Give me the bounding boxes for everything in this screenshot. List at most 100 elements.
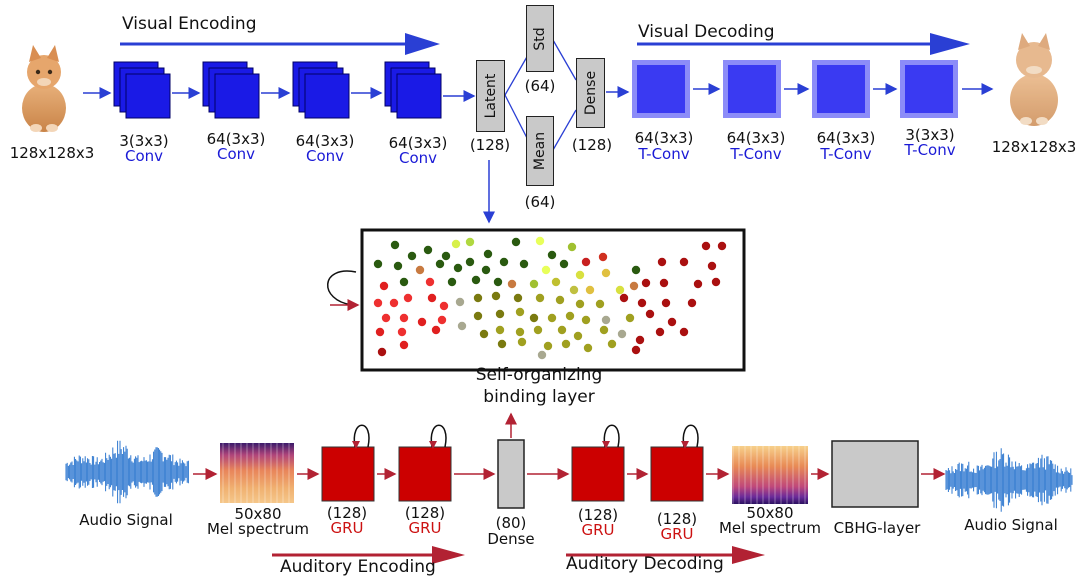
enc2-filters: 64(3x3) <box>206 130 266 148</box>
som-neuron <box>427 293 437 303</box>
som-neuron <box>447 277 457 287</box>
som-neuron <box>390 240 400 250</box>
gru-decoder-2 <box>650 446 704 502</box>
som-neuron <box>511 237 521 247</box>
dense-label: Dense <box>582 70 599 116</box>
waveform-trace <box>65 440 189 504</box>
som-neuron <box>397 327 407 337</box>
som-neuron <box>515 327 525 337</box>
som-neuron <box>381 313 391 323</box>
std-label: Std <box>532 26 548 51</box>
som-neuron <box>507 279 517 289</box>
som-neuron <box>375 327 385 337</box>
som-neuron <box>707 261 717 271</box>
latent-size: (128) <box>469 136 511 154</box>
som-neuron <box>493 277 503 287</box>
som-neuron <box>555 295 565 305</box>
mean-label: Mean <box>532 131 548 171</box>
som-neuron <box>687 298 697 308</box>
som-neuron <box>575 270 585 280</box>
som-neuron <box>435 259 445 269</box>
som-neuron <box>679 327 689 337</box>
som-neuron <box>541 265 551 275</box>
dec1-type: T-Conv <box>638 145 690 163</box>
som-title-line2: binding layer <box>483 387 595 407</box>
som-neuron <box>399 277 409 287</box>
audio-waveform-output <box>945 448 1073 512</box>
som-neuron <box>431 325 441 335</box>
gru-recurrence-loops <box>353 424 699 448</box>
mean-block: Mean <box>526 116 554 186</box>
som-neuron <box>417 317 427 327</box>
enc1-type: Conv <box>124 147 164 165</box>
dec3-filters: 64(3x3) <box>816 129 876 147</box>
gru-dec1-size: (128) <box>577 506 619 524</box>
enc4-type: Conv <box>398 149 438 167</box>
som-neuron <box>607 339 617 349</box>
dec2-filters: 64(3x3) <box>726 129 786 147</box>
tconv-block-1 <box>632 60 690 118</box>
gru-enc1-type: GRU <box>330 519 364 537</box>
som-neuron <box>479 329 489 339</box>
som-neuron <box>601 268 611 278</box>
som-neuron <box>551 277 561 287</box>
som-neuron <box>543 341 553 351</box>
som-neuron <box>537 350 547 360</box>
visual-decoding-label: Visual Decoding <box>638 22 775 42</box>
som-neuron <box>465 237 475 247</box>
auditory-flow-arrows <box>193 412 946 480</box>
som-self-loop <box>327 270 360 311</box>
gru-dec2-type: GRU <box>660 525 694 543</box>
dec3-type: T-Conv <box>820 145 872 163</box>
som-neuron <box>379 281 389 291</box>
som-neuron <box>465 257 475 267</box>
conv-block-2 <box>202 61 260 119</box>
auditory-encoding-arrow <box>272 546 465 564</box>
auditory-encoding-label: Auditory Encoding <box>280 557 436 577</box>
som-neuron <box>701 241 711 251</box>
conv-block-4 <box>384 61 442 119</box>
som-neuron <box>495 325 505 335</box>
som-neuron <box>661 298 671 308</box>
som-neuron <box>637 298 647 308</box>
gru-enc2-type: GRU <box>408 519 442 537</box>
dec4-type: T-Conv <box>904 141 956 159</box>
som-neuron <box>625 313 635 323</box>
som-neuron <box>561 339 571 349</box>
latent-label: Latent <box>482 73 499 119</box>
som-neuron <box>619 293 629 303</box>
som-neuron <box>513 293 523 303</box>
som-neuron <box>441 251 451 261</box>
som-neuron <box>641 278 651 288</box>
input-size-label: 128x128x3 <box>9 144 95 162</box>
dec2-type: T-Conv <box>730 145 782 163</box>
som-neuron <box>635 335 645 345</box>
gru-encoder-1 <box>321 446 375 502</box>
som-neuron <box>491 291 501 301</box>
som-neuron <box>679 257 689 267</box>
som-neuron <box>399 340 409 350</box>
som-neuron <box>451 239 461 249</box>
tconv-block-4 <box>900 60 958 118</box>
gru-dec2-size: (128) <box>656 510 698 528</box>
som-neuron <box>425 277 435 287</box>
som-neuron <box>631 345 641 355</box>
mel-spectrum-output <box>732 446 808 504</box>
som-neuron <box>535 293 545 303</box>
latent-block: Latent <box>476 60 505 132</box>
som-neuron <box>415 265 425 275</box>
enc4-filters: 64(3x3) <box>388 134 448 152</box>
enc3-filters: 64(3x3) <box>295 132 355 150</box>
som-neuron <box>529 279 539 289</box>
som-neuron <box>471 275 481 285</box>
output-cat-image <box>1010 33 1058 126</box>
som-neuron <box>657 257 667 267</box>
som-neuron <box>517 337 527 347</box>
som-neuron <box>581 257 591 267</box>
visual-decoding-arrow <box>637 33 970 55</box>
som-neuron <box>437 315 447 325</box>
som-neuron <box>617 329 627 339</box>
som-neuron <box>659 278 669 288</box>
